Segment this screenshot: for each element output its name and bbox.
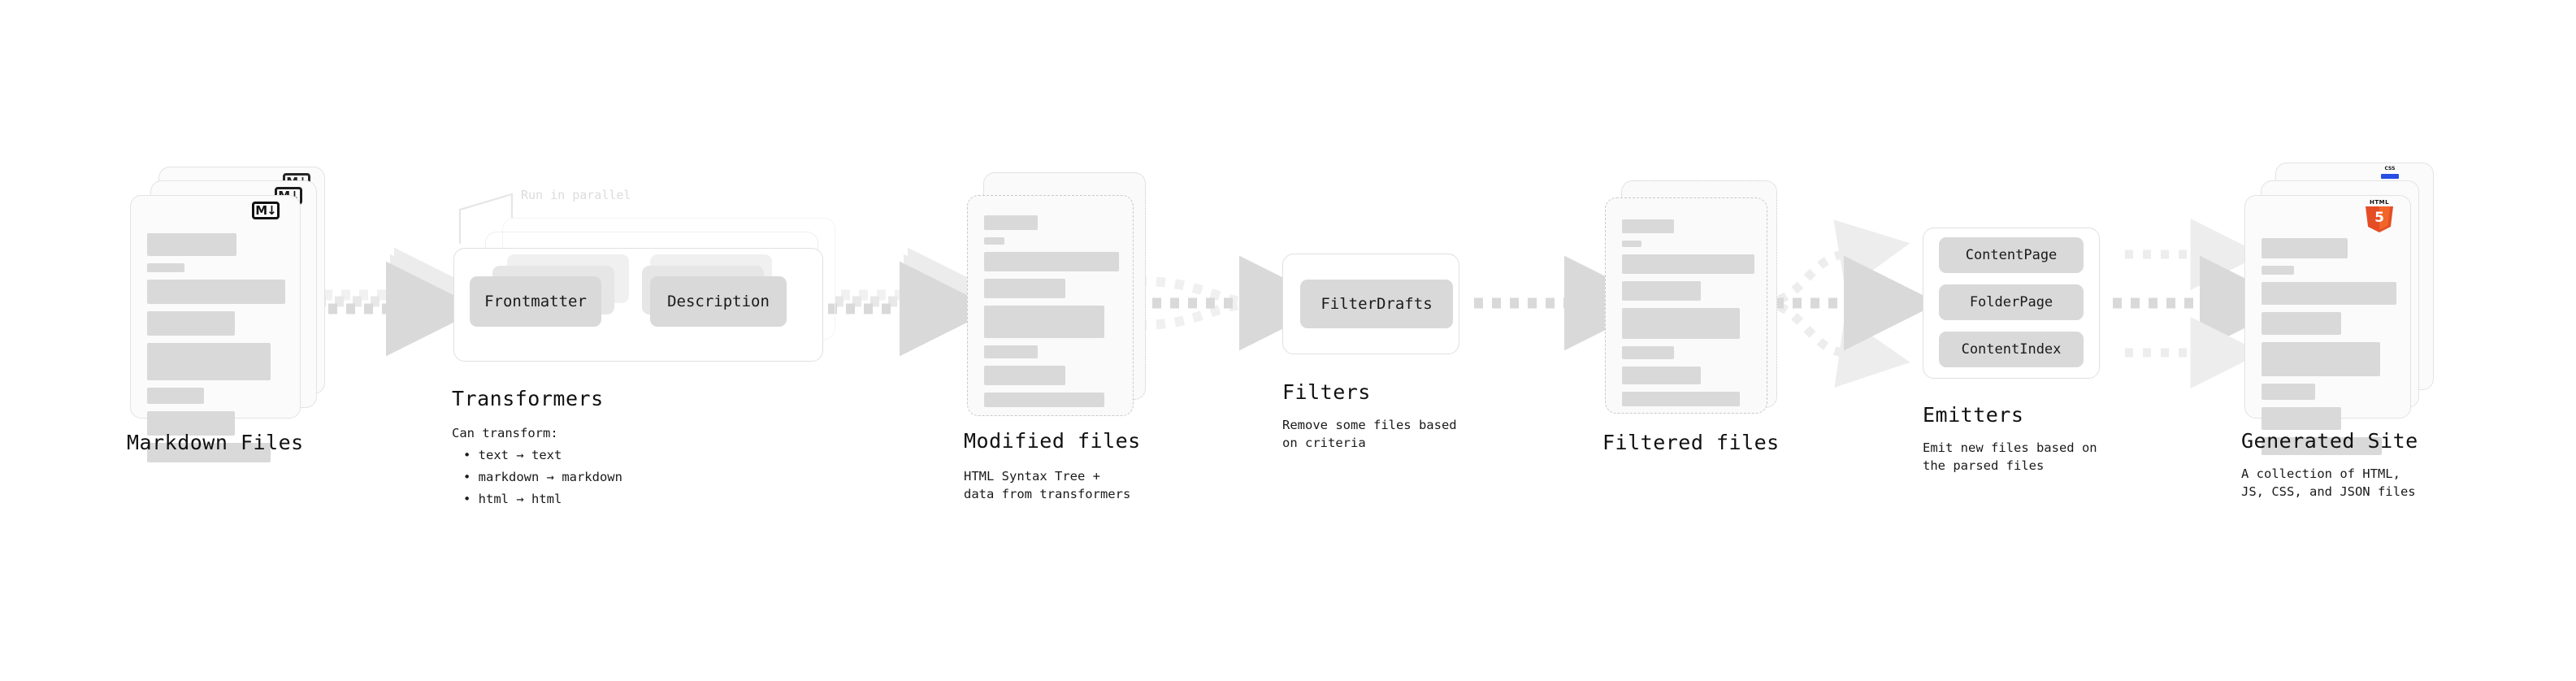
html5-icon: HTML 5 — [2366, 200, 2393, 232]
markdown-file-card-front — [130, 195, 301, 462]
stage-title-generated-site: Generated Site — [2241, 429, 2418, 453]
transformers-bullet-1: • markdown → markdown — [463, 470, 622, 484]
modified-file-skeleton — [968, 196, 1133, 415]
transformer-chip-description[interactable]: Description — [650, 276, 787, 327]
stage-title-emitters: Emitters — [1923, 403, 2024, 427]
transformers-bullet-2: • html → html — [463, 492, 562, 506]
site-file-skeleton — [2245, 196, 2410, 455]
stage-subtitle-transformers: Can transform: — [452, 426, 558, 440]
stage-title-transformers: Transformers — [452, 387, 604, 410]
transformers-bullet-0: • text → text — [463, 448, 562, 462]
markdown-file-skeleton — [131, 196, 300, 462]
transformer-chip-frontmatter[interactable]: Frontmatter — [470, 276, 601, 327]
stage-title-filtered-files: Filtered files — [1602, 431, 1780, 454]
stage-generated-site: CSS HTML 5 Generated Site A collection o… — [0, 0, 2434, 499]
emitters-chip-folderpage-label: FolderPage — [1969, 294, 2053, 310]
markdown-icon: M↓ — [252, 202, 280, 219]
filtered-file-skeleton — [1606, 198, 1767, 413]
css-icon-label: CSS — [2384, 166, 2396, 171]
stage-title-filters: Filters — [1282, 380, 1371, 404]
markdown-icon-label: M↓ — [255, 202, 276, 218]
emitters-chip-folderpage[interactable]: FolderPage — [1939, 284, 2084, 320]
stage-subtitle-emitters: Emit new files based on the parsed files — [1923, 440, 2097, 474]
stage-subtitle-filters: Remove some files based on criteria — [1282, 418, 1457, 451]
stage-title-modified-files: Modified files — [964, 429, 1141, 453]
html5-icon-caption: HTML — [2369, 199, 2390, 206]
run-in-parallel-annotation: Run in parallel — [521, 188, 631, 202]
stage-subtitle-generated-site: A collection of HTML, JS, CSS, and JSON … — [2241, 466, 2416, 500]
modified-file-card-front — [967, 195, 1134, 416]
stage-title-markdown-files: Markdown Files — [127, 431, 304, 454]
stage-subtitle-modified-files: HTML Syntax Tree + data from transformer… — [964, 469, 1131, 502]
transformer-chip-description-label: Description — [667, 293, 770, 310]
site-file-card-front — [2244, 195, 2411, 455]
emitters-chip-contentpage[interactable]: ContentPage — [1939, 237, 2084, 273]
transformer-chip-frontmatter-label: Frontmatter — [484, 293, 587, 310]
html5-icon-shield-inner — [2379, 206, 2390, 231]
filters-chip-filterdrafts[interactable]: FilterDrafts — [1300, 280, 1453, 328]
emitters-chip-contentindex-label: ContentIndex — [1961, 341, 2062, 358]
connector-modified-to-filters — [1134, 255, 1334, 351]
emitters-chip-contentindex[interactable]: ContentIndex — [1939, 332, 2084, 367]
connector-emitters-to-site — [2113, 219, 2295, 388]
connector-transformers-to-modified — [828, 247, 1003, 357]
css-icon: CSS — [2381, 167, 2399, 179]
html5-icon-label: 5 — [2374, 209, 2384, 226]
filtered-file-card-front — [1605, 197, 1767, 414]
emitters-chip-contentpage-label: ContentPage — [1965, 247, 2058, 263]
filters-chip-filterdrafts-label: FilterDrafts — [1321, 295, 1433, 313]
